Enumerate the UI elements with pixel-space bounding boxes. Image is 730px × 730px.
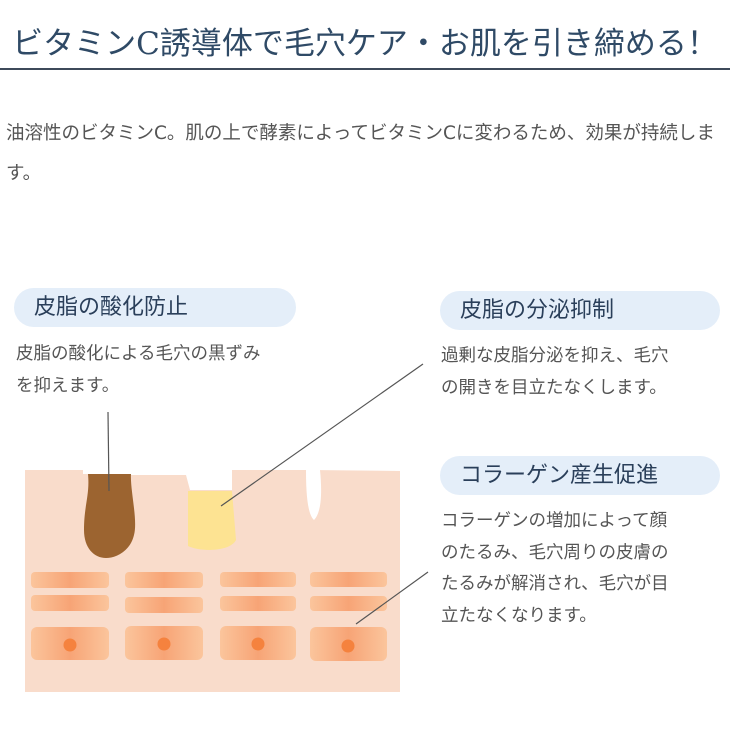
sebum-pore xyxy=(188,491,236,550)
callout-lines xyxy=(107,363,429,625)
intro-text: 油溶性のビタミンC。肌の上で酵素によってビタミンCに変わるため、効果が持続します… xyxy=(6,123,715,184)
feature-label-collagen: コラーゲン産生促進 xyxy=(440,456,720,495)
feature-desc-sebum-control: 過剰な皮脂分泌を抑え、毛穴 の開きを目立たなくします。 xyxy=(441,346,669,398)
feature-desc-antioxidation: 皮脂の酸化による毛穴の黒ずみ を抑えます。 xyxy=(16,344,261,396)
feature-desc-collagen: コラーゲンの増加によって顔 のたるみ、毛穴周りの皮膚の たるみが解消され、毛穴が… xyxy=(441,511,669,626)
oxidized-sebum-pore xyxy=(84,474,136,558)
feature-label-sebum-control: 皮脂の分泌抑制 xyxy=(440,291,720,330)
page-title: ビタミンC誘導体で毛穴ケア・お肌を引き締める！ xyxy=(12,26,718,62)
collagen-fibers xyxy=(31,572,387,613)
feature-label-antioxidation: 皮脂の酸化防止 xyxy=(14,288,296,327)
title-divider xyxy=(0,68,730,70)
pore-opening xyxy=(306,470,322,520)
fibroblast-cells xyxy=(31,626,387,661)
